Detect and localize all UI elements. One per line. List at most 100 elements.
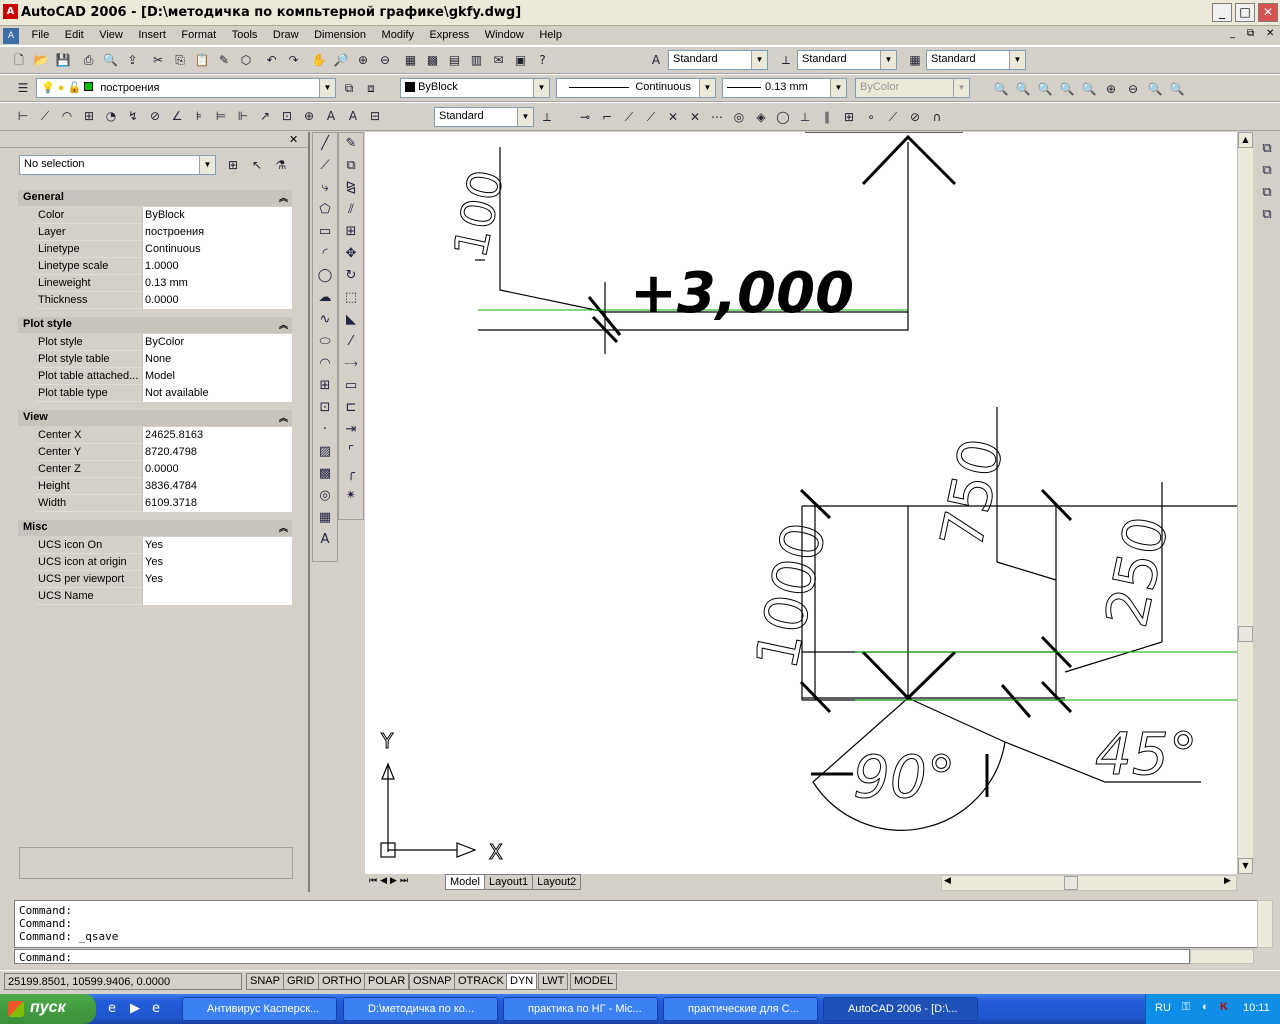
line-icon[interactable]: ╱: [321, 136, 329, 151]
table-style-select[interactable]: Standard▼: [926, 50, 1026, 70]
erase-icon[interactable]: ✎: [345, 136, 357, 151]
spline-icon[interactable]: ∿: [319, 312, 331, 327]
dim-style-select-2[interactable]: Standard▼: [434, 107, 534, 127]
snap-apparent-icon[interactable]: ✕: [689, 110, 701, 124]
menu-edit[interactable]: Edit: [64, 29, 84, 41]
qleader-icon[interactable]: ↗: [259, 109, 271, 123]
center-mark-icon[interactable]: ⊕: [303, 109, 315, 123]
dim-jogged-icon[interactable]: ↯: [127, 109, 139, 123]
break-point-icon[interactable]: ▭: [344, 378, 358, 393]
table-icon[interactable]: ▦: [318, 510, 332, 525]
task-kaspersky[interactable]: Антивирус Касперск...: [182, 997, 337, 1021]
snap-center-icon[interactable]: ◎: [733, 110, 745, 124]
menu-format[interactable]: Format: [181, 29, 217, 41]
layer-select[interactable]: 💡 ● 🔓 построения▼: [36, 78, 336, 98]
quick-select-icon[interactable]: ⚗: [275, 158, 287, 172]
scale-icon[interactable]: ⬚: [344, 290, 358, 305]
scroll-down-icon[interactable]: ▼: [1238, 858, 1253, 874]
menu-modify[interactable]: Modify: [381, 29, 414, 41]
array-icon[interactable]: ⊞: [345, 224, 357, 239]
dim-continue-icon[interactable]: ⊩: [237, 109, 249, 123]
copy-icon[interactable]: ⎘: [175, 53, 185, 67]
toggle-pickadd-icon[interactable]: ⊞: [227, 158, 239, 172]
menu-insert[interactable]: Insert: [138, 29, 166, 41]
rotate-icon[interactable]: ↻: [345, 268, 357, 283]
property-value[interactable]: ByColor: [142, 334, 292, 351]
tab-layout1[interactable]: Layout1: [483, 874, 534, 890]
tab-layout2[interactable]: Layout2: [532, 874, 582, 890]
save-icon[interactable]: 💾: [55, 53, 71, 67]
calculator-icon[interactable]: ▣: [514, 53, 527, 67]
document-icon[interactable]: A: [3, 28, 19, 44]
hatch-icon[interactable]: ▨: [318, 444, 332, 459]
snap-node-icon[interactable]: ∘: [867, 110, 875, 124]
dimedit-icon[interactable]: A: [326, 109, 336, 123]
region-icon[interactable]: ◎: [319, 488, 331, 503]
ie2-icon[interactable]: e: [152, 1001, 160, 1016]
snap-perpendicular-icon[interactable]: ⊥: [799, 110, 811, 124]
close-button[interactable]: ✕: [1258, 3, 1278, 22]
insert-block-icon[interactable]: ⊞: [319, 378, 331, 393]
dim-arc-icon[interactable]: ◠: [61, 109, 73, 123]
section-general[interactable]: General︽: [18, 190, 292, 206]
new-icon[interactable]: 🗋: [14, 53, 24, 67]
property-value[interactable]: Yes: [142, 571, 292, 588]
zoom-realtime2-icon[interactable]: 🔍: [993, 82, 1009, 96]
dim-linear-icon[interactable]: ⊢: [17, 109, 29, 123]
rectangle-icon[interactable]: ▭: [318, 224, 332, 239]
doc-restore-button[interactable]: ⧉: [1247, 28, 1255, 39]
fillet-icon[interactable]: ╭: [347, 466, 355, 481]
doc-close-button[interactable]: ✕: [1266, 28, 1275, 39]
dim-angular-icon[interactable]: ∠: [171, 109, 183, 123]
color-select[interactable]: ByBlock▼: [400, 78, 550, 98]
zoom-in-icon[interactable]: ⊕: [1105, 82, 1117, 96]
dim-style-select[interactable]: Standard▼: [797, 50, 897, 70]
property-value[interactable]: [142, 588, 292, 605]
layer-previous-icon[interactable]: ⧈: [367, 81, 375, 95]
scroll-left-icon[interactable]: ◀: [944, 876, 951, 886]
construction-line-icon[interactable]: ⟋: [320, 158, 330, 173]
zoom-dynamic-icon[interactable]: 🔍: [1037, 82, 1053, 96]
maximize-button[interactable]: □: [1235, 3, 1255, 22]
drawing-canvas[interactable]: 100 +3,000 750 1000 250 90° 45° Y X: [365, 132, 1237, 874]
property-value[interactable]: 0.13 mm: [142, 275, 292, 292]
matchprop-icon[interactable]: ✎: [218, 53, 230, 67]
send-under-icon[interactable]: ⧉: [1262, 207, 1272, 222]
property-value[interactable]: ByBlock: [142, 207, 292, 224]
dimstyle-manager-icon[interactable]: ⟂: [542, 110, 551, 124]
break-icon[interactable]: ⊏: [345, 400, 357, 415]
help-icon[interactable]: ?: [539, 53, 546, 67]
paste-icon[interactable]: 📋: [194, 53, 210, 67]
dim-update-icon[interactable]: ⊟: [369, 109, 381, 123]
explode-icon[interactable]: ✴: [345, 488, 357, 503]
snap-nearest-icon[interactable]: ⟋: [888, 110, 898, 124]
snap-insert-icon[interactable]: ⊞: [843, 110, 855, 124]
media-player-icon[interactable]: ▶: [130, 1001, 140, 1016]
menu-help[interactable]: Help: [539, 29, 562, 41]
minimize-button[interactable]: _: [1212, 3, 1232, 22]
snap-endpoint-icon[interactable]: ⟋: [624, 110, 634, 124]
polar-toggle[interactable]: POLAR: [364, 973, 410, 990]
join-icon[interactable]: ⇥: [345, 422, 357, 437]
snap-quadrant-icon[interactable]: ◈: [756, 110, 766, 124]
sheetset-icon[interactable]: ▥: [470, 53, 483, 67]
zoom-window-icon[interactable]: ⊕: [357, 53, 369, 67]
osnap-toggle[interactable]: OSNAP: [409, 973, 456, 990]
tolerance-icon[interactable]: ⊡: [281, 109, 293, 123]
menu-file[interactable]: File: [31, 29, 50, 41]
zoom-all-icon[interactable]: 🔍: [1147, 82, 1163, 96]
property-value[interactable]: 0.0000: [142, 461, 292, 478]
revcloud-icon[interactable]: ☁: [318, 290, 332, 305]
tab-model[interactable]: Model: [445, 874, 485, 890]
text-style-select[interactable]: Standard▼: [668, 50, 768, 70]
dim-ordinate-icon[interactable]: ⊞: [83, 109, 95, 123]
bring-front-icon[interactable]: ⧉: [1262, 141, 1272, 156]
zoom-previous-icon[interactable]: ⊖: [379, 53, 391, 67]
polygon-icon[interactable]: ⬠: [319, 202, 331, 217]
pan-icon[interactable]: ✋: [311, 53, 327, 67]
